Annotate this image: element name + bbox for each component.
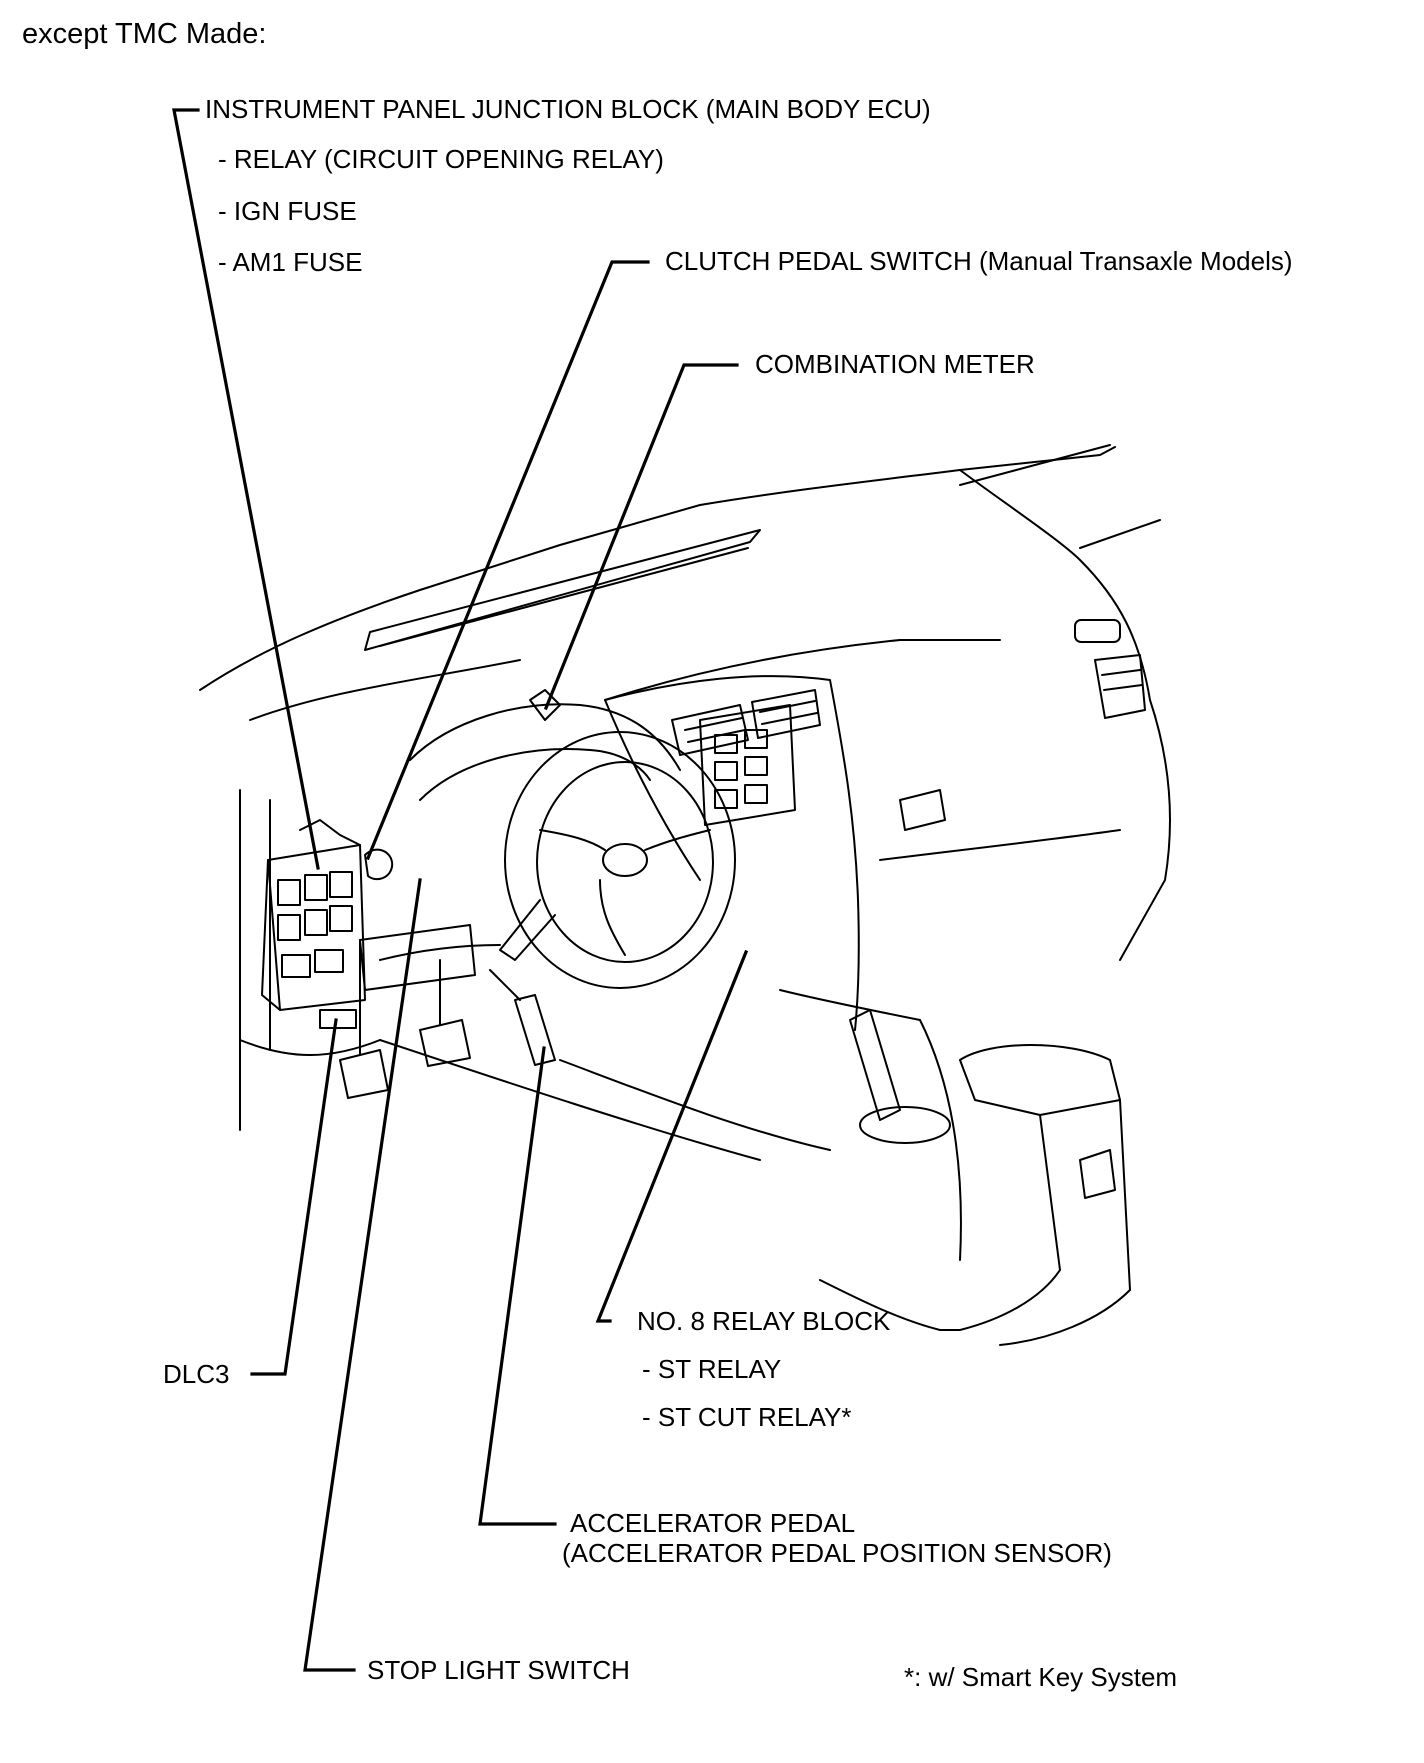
label-stop-light-switch: STOP LIGHT SWITCH (367, 1655, 630, 1685)
steering-hub (602, 843, 648, 877)
console-bottom (819, 1279, 941, 1331)
ipjb-item: - RELAY (CIRCUIT OPENING RELAY) (218, 144, 664, 174)
meter-bracket (529, 689, 561, 721)
ipjb-title: INSTRUMENT PANEL JUNCTION BLOCK (MAIN BO… (205, 94, 931, 124)
center-stack-left (604, 699, 701, 881)
page-heading: except TMC Made: (22, 18, 267, 50)
windshield-line (959, 444, 1111, 486)
steering-column (499, 899, 556, 961)
junction-block (267, 844, 366, 1011)
cluster-hood-inner (419, 748, 651, 801)
console-armrest (959, 1044, 1121, 1116)
dash-front-line (604, 639, 1001, 701)
dash-top-edge (199, 469, 961, 691)
steering-wheel-inner (536, 761, 714, 963)
label-dlc3: DLC3 (163, 1359, 230, 1389)
accel-subtitle: (ACCELERATOR PEDAL POSITION SENSOR) (562, 1538, 1112, 1568)
relay8-title: NO. 8 RELAY BLOCK (637, 1306, 891, 1336)
dlc3-connector (319, 1009, 357, 1029)
under-dash-panel (359, 924, 476, 991)
console-pocket (1079, 1149, 1116, 1199)
clutch-switch (364, 848, 394, 881)
leader-clutch (365, 260, 650, 861)
ipjb-item: - AM1 FUSE (218, 247, 363, 277)
dash-rear-edge (959, 446, 1116, 471)
leader-ipjb (172, 108, 320, 870)
shifter (849, 1009, 901, 1121)
label-combination-meter: COMBINATION METER (755, 349, 1035, 379)
relay-block-8 (699, 704, 796, 826)
glovebox-line (879, 829, 1121, 861)
relay8-item: - ST RELAY (642, 1354, 782, 1384)
shifter-boot (859, 1106, 951, 1144)
ipjb-item: - IGN FUSE (218, 196, 357, 226)
knee-panel (379, 944, 501, 961)
accelerator-pedal (514, 994, 556, 1066)
leader-meter (543, 363, 739, 711)
windshield-line-2 (1079, 519, 1161, 549)
console-front (779, 989, 921, 1021)
console-right-edge (999, 1099, 1131, 1346)
dash-left-bottom (239, 1039, 381, 1056)
junction-block-front (261, 859, 281, 1011)
clutch-pedal-pad (419, 1019, 471, 1067)
floor-lower (559, 1059, 831, 1151)
glovebox-handle (899, 789, 946, 831)
console-rear (939, 1114, 1061, 1331)
upper-right-vent (1074, 619, 1121, 643)
leader-stop (303, 878, 422, 1672)
console-side (919, 1019, 962, 1261)
steering-spoke-left (539, 829, 606, 851)
accel-title: ACCELERATOR PEDAL (570, 1508, 856, 1538)
defroster-vent (364, 529, 761, 651)
leader-dlc3 (250, 1018, 338, 1376)
center-stack-outline (604, 675, 860, 1031)
leader-accel (478, 1046, 557, 1526)
dash-right-edge (1119, 699, 1171, 961)
steering-spoke-right (644, 829, 711, 851)
steering-wheel-outer (504, 731, 736, 989)
center-vent-right (751, 689, 821, 739)
floor-line (379, 1039, 761, 1161)
defroster-vent-inner (379, 547, 749, 647)
dashboard-illustration (199, 444, 1171, 1346)
center-vent-left (671, 704, 749, 756)
dash-upper-curve (249, 659, 521, 721)
relay8-item: - ST CUT RELAY* (642, 1402, 852, 1432)
cluster-hood (409, 703, 681, 771)
steering-spoke-bottom (599, 879, 626, 956)
footnote: *: w/ Smart Key System (904, 1662, 1178, 1692)
brake-pedal-pad (339, 1049, 389, 1099)
label-clutch-pedal-switch: CLUTCH PEDAL SWITCH (Manual Transaxle Mo… (665, 246, 1293, 276)
right-side-vent (1094, 654, 1146, 719)
leader-lines (172, 108, 749, 1672)
leader-relay8 (595, 949, 749, 1323)
dash-right-cover (959, 469, 1151, 701)
